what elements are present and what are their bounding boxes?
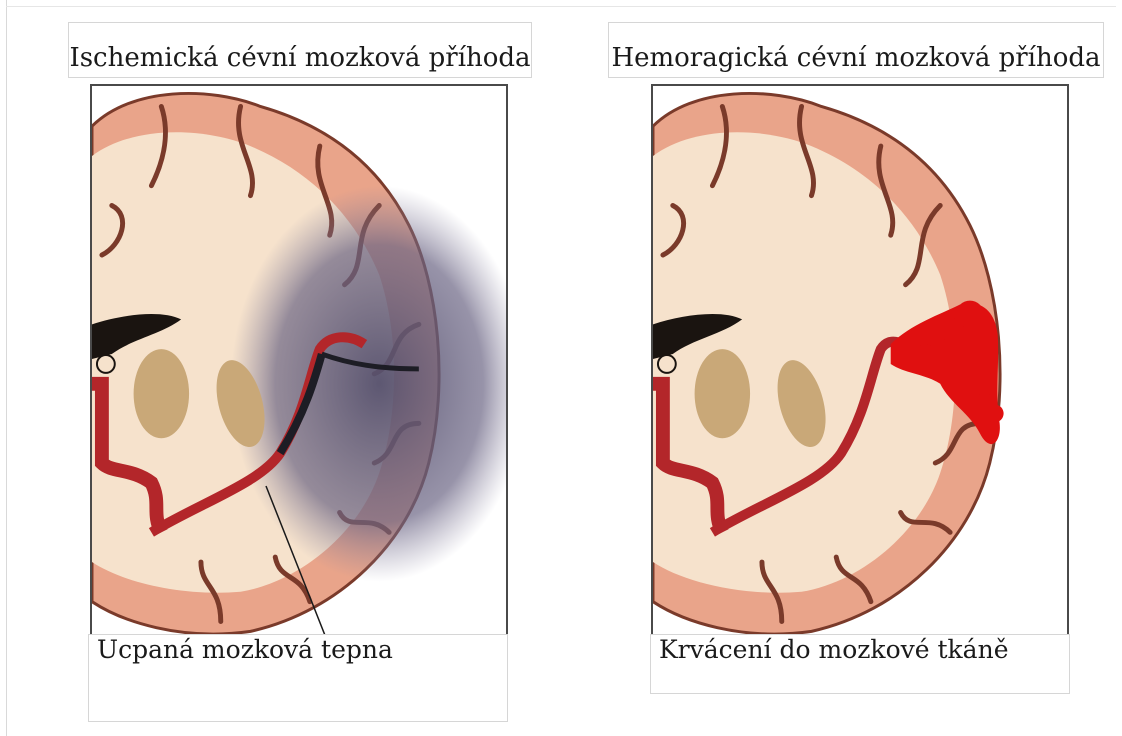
ischemic-caption: Ucpaná mozková tepna [97, 635, 393, 664]
hemorrhagic-caption: Krvácení do mozkové tkáně [659, 635, 1009, 664]
hemorrhagic-caption-box: Krvácení do mozkové tkáně [650, 634, 1070, 694]
ischemic-caption-box: Ucpaná mozková tepna [88, 634, 508, 722]
